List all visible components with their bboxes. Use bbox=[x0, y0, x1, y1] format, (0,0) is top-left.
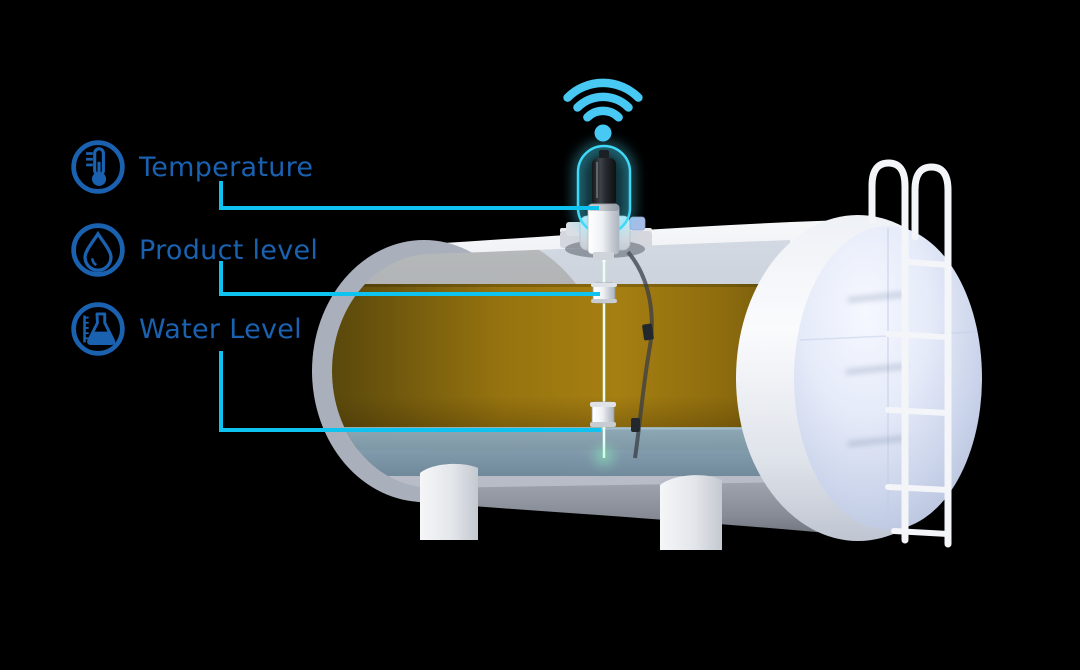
flask-icon bbox=[71, 302, 125, 356]
sensor-head bbox=[573, 141, 635, 262]
callout-lines bbox=[219, 181, 601, 432]
probe-coupling-water bbox=[590, 401, 616, 427]
legend-item-water-level: Water Level bbox=[70, 301, 302, 357]
product-level-callout-line bbox=[219, 261, 600, 296]
sensor-body bbox=[587, 203, 620, 255]
tank-leg-right bbox=[660, 475, 722, 550]
tank-interior bbox=[332, 240, 790, 488]
product-level-label: Product level bbox=[139, 234, 319, 266]
temperature-callout-line bbox=[219, 181, 599, 210]
sensor-probe bbox=[590, 254, 617, 465]
tank-end-cap bbox=[736, 215, 982, 541]
probe-coupling-product bbox=[591, 282, 617, 304]
tank-leg-left bbox=[420, 463, 478, 540]
legend-item-product-level: Product level bbox=[70, 222, 318, 278]
tank-ladder bbox=[868, 159, 952, 548]
sensor-cap bbox=[592, 158, 616, 206]
water-level-label: Water Level bbox=[139, 313, 302, 345]
droplet-icon bbox=[71, 223, 125, 277]
temperature-label: Temperature bbox=[139, 151, 314, 183]
legend-item-temperature: Temperature bbox=[70, 139, 313, 195]
thermometer-icon bbox=[71, 140, 125, 194]
water-level-callout-line bbox=[219, 351, 601, 432]
storage-tank-cutaway bbox=[312, 159, 982, 550]
wifi-signal-icon bbox=[563, 78, 643, 142]
water-layer bbox=[332, 428, 790, 478]
